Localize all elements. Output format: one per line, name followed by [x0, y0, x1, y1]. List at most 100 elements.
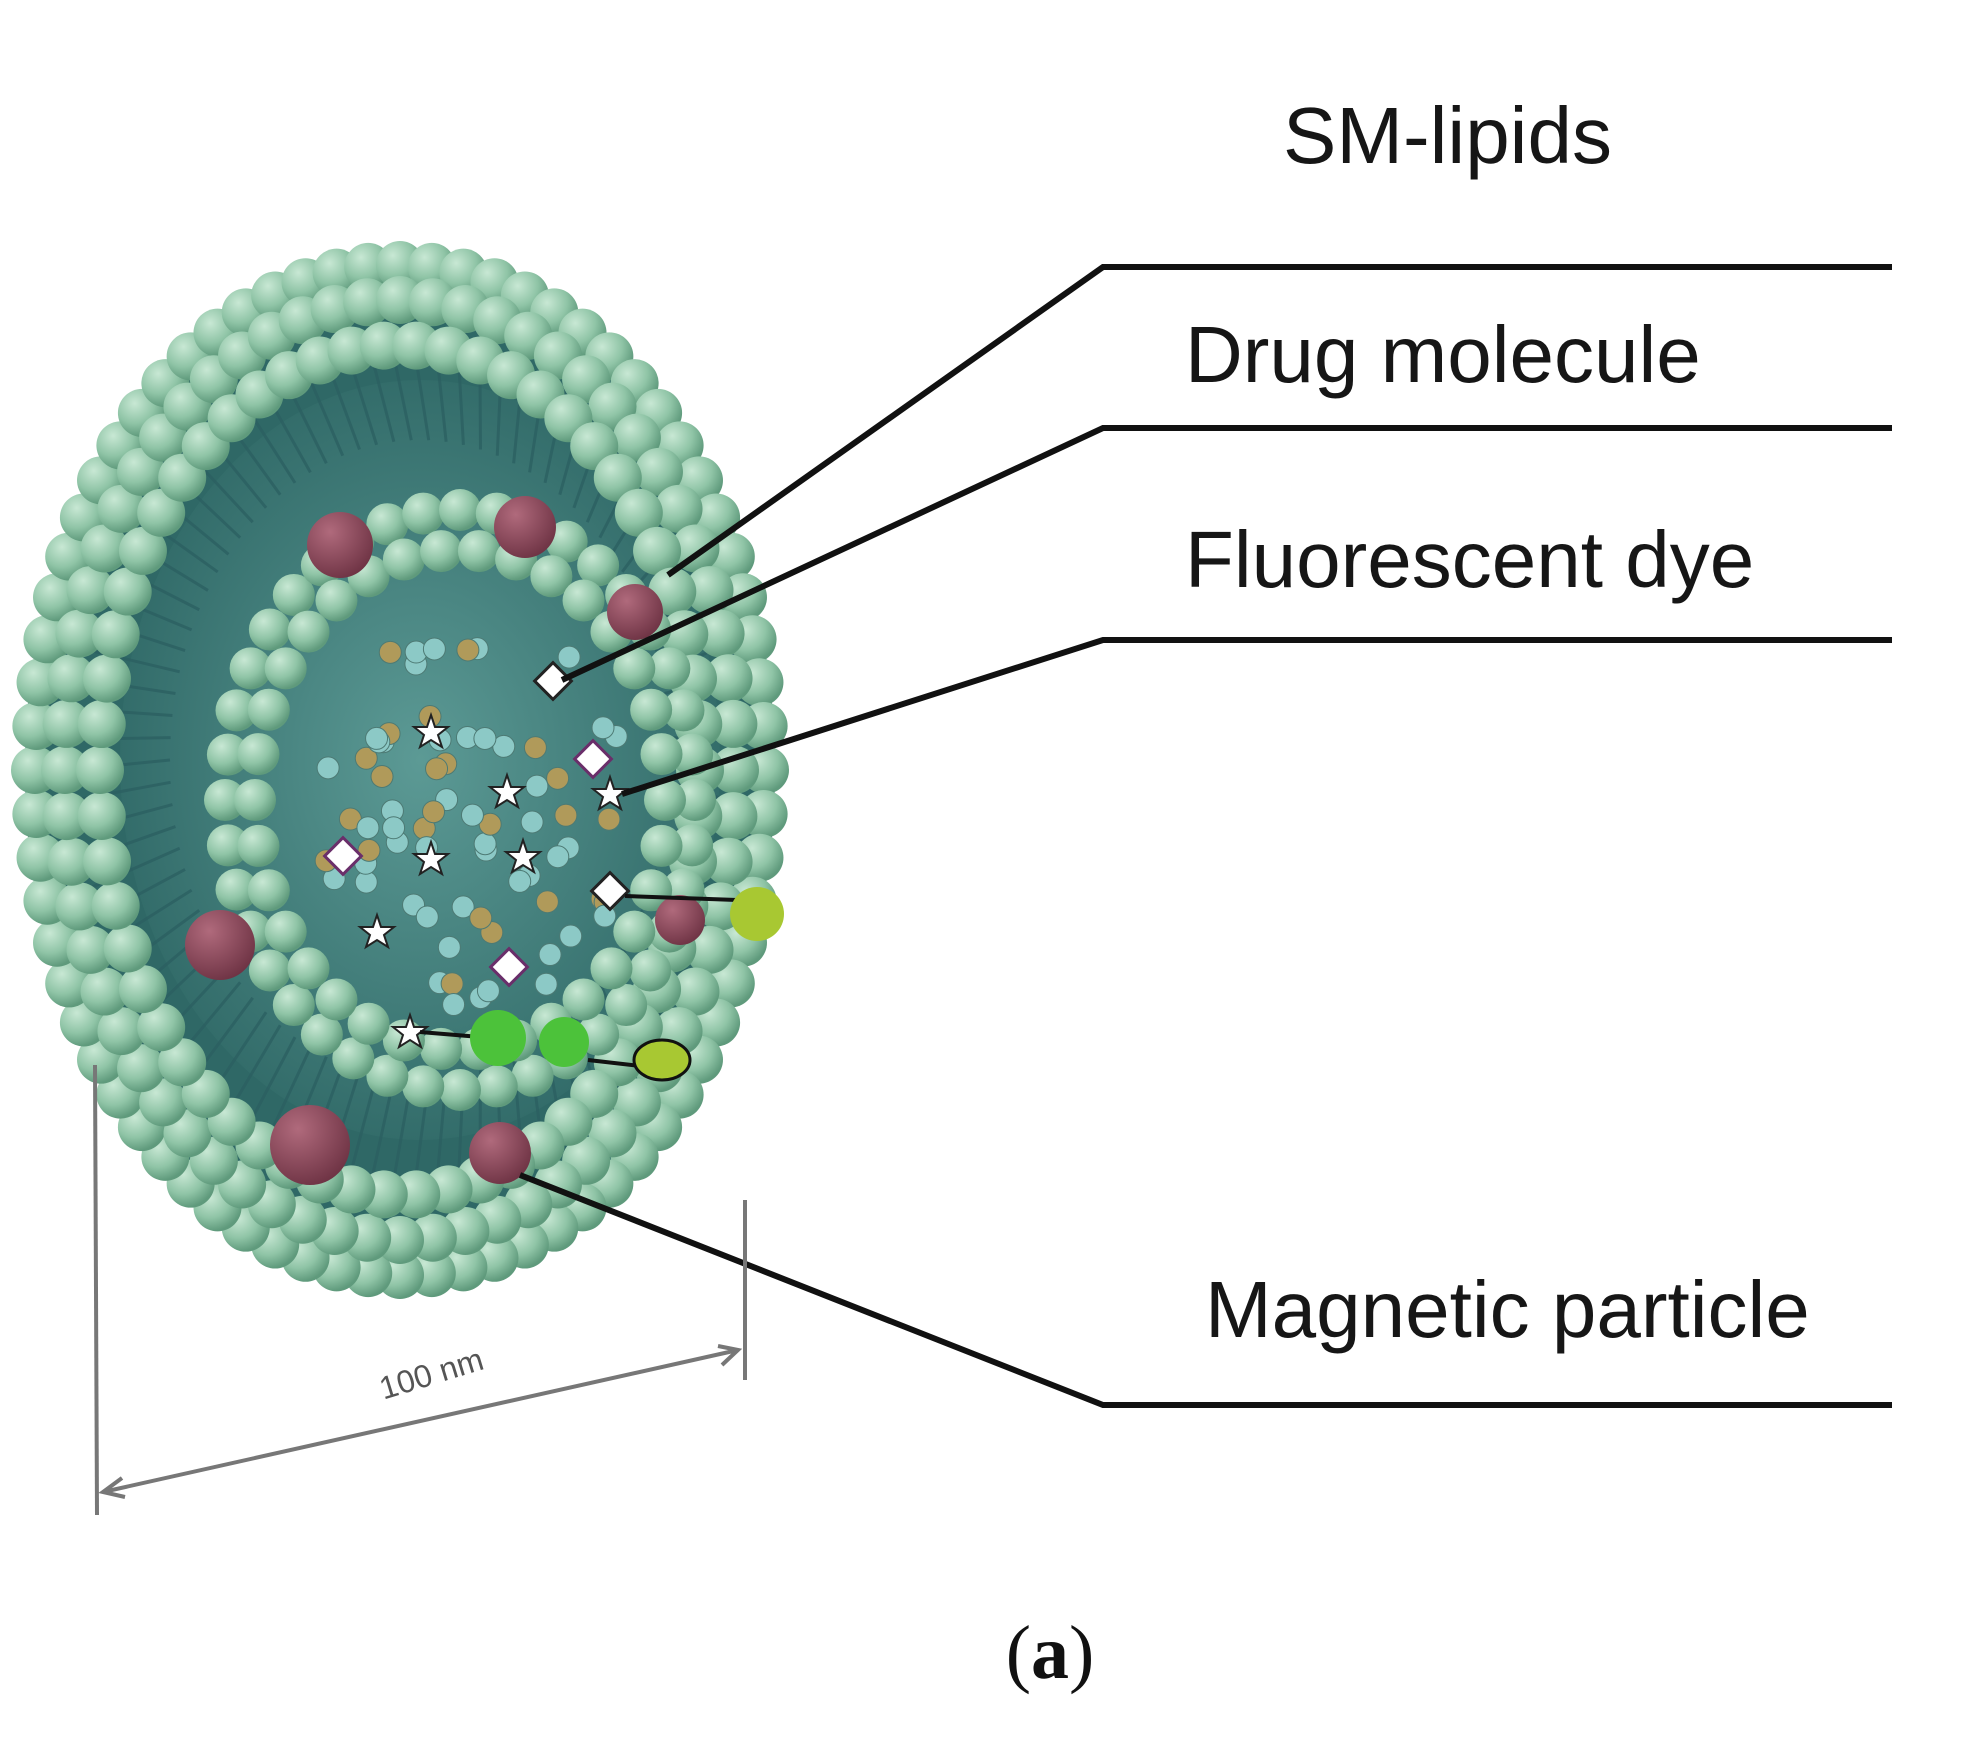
- magnetic-particle: [185, 910, 255, 980]
- cyan-bead: [538, 943, 562, 967]
- cyan-bead: [415, 905, 439, 929]
- lipid-tail: [82, 846, 181, 893]
- magnetic-particle: [270, 1105, 350, 1185]
- cyan-bead: [356, 816, 380, 840]
- lipid-head: [76, 746, 124, 794]
- lipid-head: [644, 779, 686, 821]
- drug-molecules: [322, 660, 631, 988]
- lipid-head: [648, 647, 691, 690]
- scale-left-tick: [93, 1064, 99, 1516]
- gold-bead: [425, 757, 449, 781]
- cyan-bead: [437, 935, 461, 959]
- cyan-bead: [559, 924, 583, 948]
- lipid-head: [475, 1065, 518, 1108]
- magnetic-particle: [494, 496, 556, 558]
- inner-lipid-heads: [204, 489, 716, 1111]
- dye-linker: [587, 1058, 641, 1068]
- lipid-head: [457, 530, 500, 573]
- lipid-head: [80, 967, 129, 1016]
- star-marker: [590, 773, 630, 812]
- figure-caption: (a): [0, 1610, 1962, 1697]
- liposome-body: [11, 241, 789, 1299]
- lipid-head: [215, 689, 258, 732]
- lipid-head: [696, 609, 745, 658]
- dye-particle: [730, 887, 784, 941]
- drug-diamond: [589, 870, 631, 912]
- gold-bead: [357, 838, 381, 862]
- lipid-head: [103, 567, 152, 616]
- gold-bead: [440, 972, 464, 996]
- lipid-head: [315, 978, 358, 1021]
- lipid-head: [215, 868, 258, 911]
- leader-lines: [518, 264, 1892, 1408]
- gold-bead: [422, 800, 446, 824]
- drug-diamond: [532, 660, 574, 702]
- drug-diamond: [572, 738, 614, 780]
- cyan-bead: [316, 756, 340, 780]
- lipid-head: [640, 824, 683, 867]
- lipid-head: [55, 882, 104, 931]
- lipid-head: [117, 447, 166, 496]
- lipid-head: [118, 965, 167, 1014]
- lipid-head: [91, 881, 140, 930]
- lipid-head: [662, 689, 705, 732]
- gold-bead: [535, 890, 559, 914]
- lipid-head: [42, 699, 91, 748]
- magnetic-particle: [469, 1122, 531, 1184]
- lipid-head: [118, 526, 167, 575]
- lipid-head: [158, 1038, 207, 1087]
- lipid-head: [97, 484, 146, 533]
- lipid-head: [264, 647, 307, 690]
- lipid-head: [562, 579, 605, 622]
- lipid-head: [77, 791, 126, 840]
- lipid-head: [204, 779, 246, 821]
- lipid-head: [247, 688, 290, 731]
- cyan-bead: [476, 979, 500, 1003]
- lipid-head: [709, 699, 758, 748]
- lipid-head: [287, 947, 330, 990]
- lipid-head: [704, 654, 753, 703]
- dye-linker: [624, 894, 738, 902]
- cyan-bead: [525, 774, 549, 798]
- lipid-head: [83, 654, 132, 703]
- dye-linker: [419, 1030, 481, 1039]
- lipid-head: [593, 453, 642, 502]
- lipid-head: [660, 610, 709, 659]
- sm-lipids-leader: [666, 264, 1892, 578]
- gold-bead: [546, 766, 570, 790]
- gold-bead: [456, 638, 480, 662]
- dye-particle: [539, 1017, 589, 1067]
- scale-arrowhead-left: [98, 1476, 126, 1499]
- lipid-head: [234, 779, 276, 821]
- lipid-head: [237, 824, 280, 867]
- lipid-head: [704, 837, 753, 886]
- lipid-head: [420, 530, 463, 573]
- cyan-bead: [557, 645, 581, 669]
- fluorescent-stars: [357, 711, 630, 1050]
- cyan-bead: [473, 726, 497, 750]
- fluorescent-dye-leader: [621, 637, 1892, 797]
- drug-diamond: [488, 946, 530, 988]
- cyan-bead: [508, 869, 532, 893]
- lipid-head: [671, 967, 720, 1016]
- gold-bead: [523, 736, 547, 760]
- lipid-head: [83, 837, 132, 886]
- lipid-head: [315, 579, 358, 622]
- lipid-head: [248, 608, 291, 651]
- cyan-bead: [422, 637, 446, 661]
- gold-bead: [378, 640, 402, 664]
- lipid-head: [709, 792, 758, 841]
- gold-bead: [597, 807, 621, 831]
- lipid-head: [613, 647, 656, 690]
- lipid-head: [77, 700, 126, 749]
- lipid-head: [562, 978, 605, 1021]
- lipid-head: [511, 1054, 554, 1097]
- lipid-head: [613, 910, 656, 953]
- lipid-head: [402, 492, 445, 535]
- star-marker: [411, 838, 451, 877]
- lipid-head: [41, 746, 89, 794]
- lipid-head: [640, 733, 683, 776]
- drug-molecule-label: Drug molecule: [1185, 310, 1701, 399]
- star-marker: [503, 836, 543, 875]
- lipid-head: [711, 746, 759, 794]
